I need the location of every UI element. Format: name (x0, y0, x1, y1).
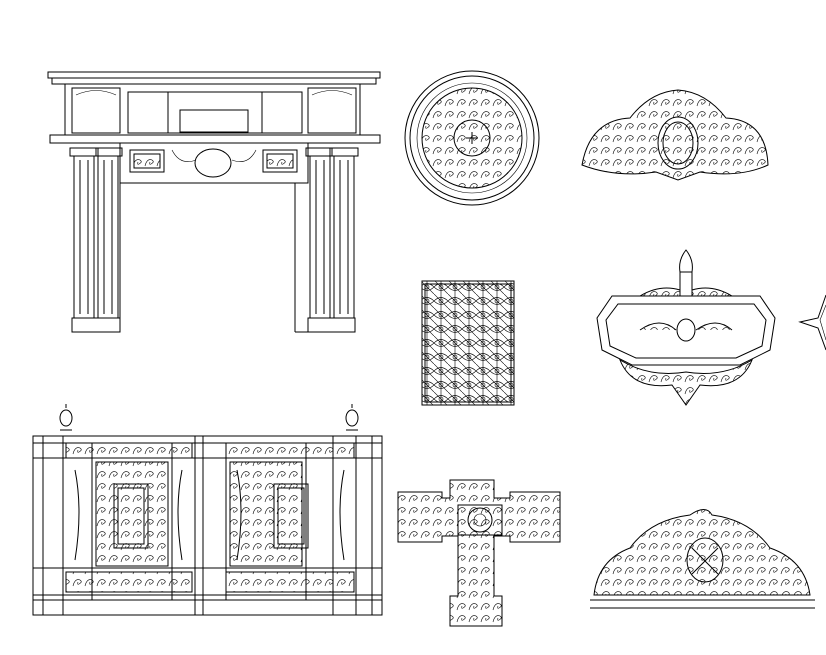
ornamental-cross (397, 479, 561, 627)
scrolled-cartouche-with-bow (596, 249, 776, 406)
partial-star-ornament (798, 294, 826, 351)
arched-crest-ornament (590, 509, 815, 609)
fireplace-mantel (47, 71, 381, 333)
rectangular-lattice-panel (421, 280, 515, 406)
fireplace-left-columns (69, 147, 123, 333)
fireplace-right-columns (294, 147, 359, 333)
ornamental-gate-railing (32, 404, 383, 616)
round-rosette-medallion (404, 70, 540, 206)
baroque-cartouche-oval (581, 89, 769, 181)
